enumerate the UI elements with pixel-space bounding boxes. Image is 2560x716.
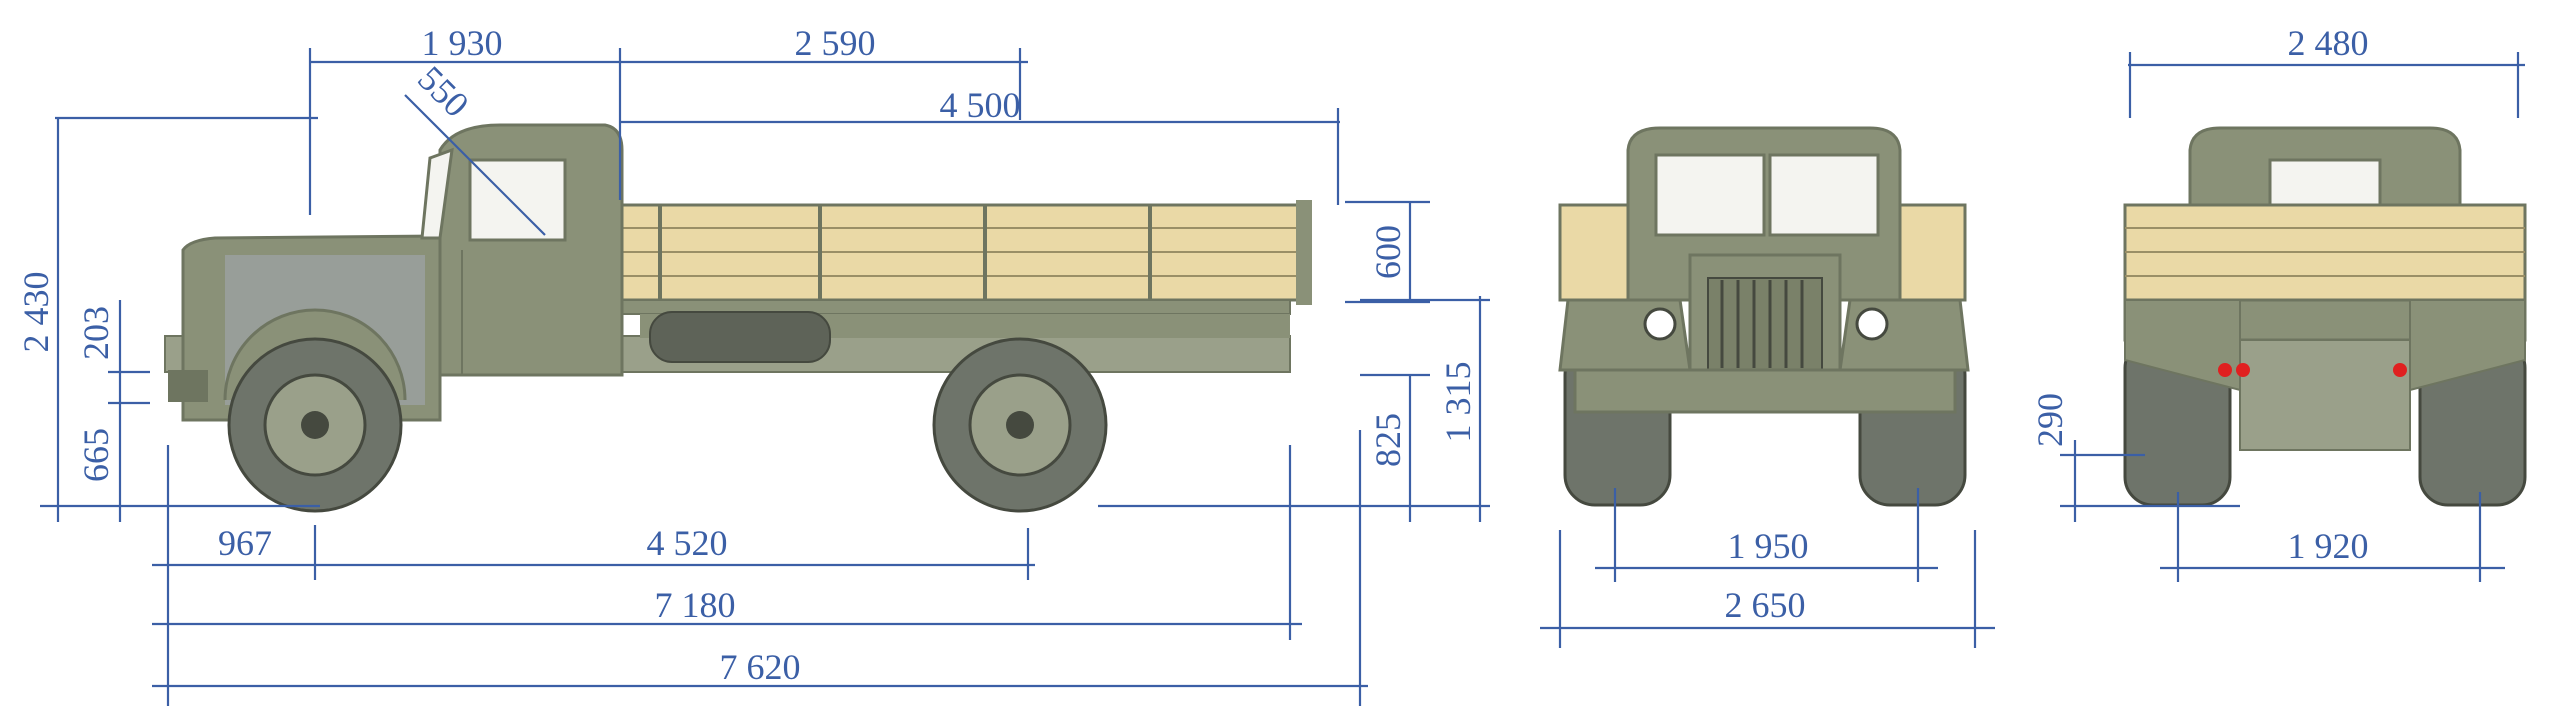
dim-4520: 4 520 bbox=[647, 523, 728, 563]
rear-left-light bbox=[2218, 363, 2232, 377]
dim-550: 550 bbox=[410, 58, 476, 124]
dim-1950: 1 950 bbox=[1728, 526, 1809, 566]
side-front-bumper bbox=[168, 370, 208, 402]
dim-7180: 7 180 bbox=[655, 585, 736, 625]
dim-1315: 1 315 bbox=[1438, 362, 1478, 443]
front-left-windshield bbox=[1654, 153, 1766, 237]
front-right-fender bbox=[1838, 298, 1970, 372]
dim-600: 600 bbox=[1368, 225, 1408, 279]
dim-967: 967 bbox=[218, 523, 272, 563]
front-left-headlight bbox=[1643, 307, 1677, 341]
side-windshield bbox=[420, 147, 454, 240]
front-view bbox=[1558, 126, 1970, 507]
rear-view bbox=[2123, 126, 2527, 507]
front-right-headlight bbox=[1855, 307, 1889, 341]
dim-1930: 1 930 bbox=[422, 23, 503, 63]
front-grille bbox=[1707, 277, 1823, 371]
dim-2590: 2 590 bbox=[795, 23, 876, 63]
dim-1920: 1 920 bbox=[2288, 526, 2369, 566]
side-front-wheel bbox=[223, 308, 407, 513]
dim-4500: 4 500 bbox=[940, 85, 1021, 125]
front-dimension-lines bbox=[1540, 488, 1995, 648]
rear-right-light bbox=[2393, 363, 2407, 377]
rear-dimension-labels: 2 480 290 1 920 bbox=[2030, 23, 2369, 566]
front-right-windshield bbox=[1768, 153, 1880, 237]
side-dimension-lines bbox=[40, 48, 1490, 706]
side-cab-window bbox=[468, 158, 567, 242]
front-bumper bbox=[1573, 368, 1957, 414]
side-cargo-bed bbox=[609, 200, 1312, 315]
dim-2430: 2 430 bbox=[16, 272, 56, 353]
dim-825: 825 bbox=[1368, 413, 1408, 467]
side-dimension-labels: 1 930 2 590 550 4 500 2 430 203 665 600 … bbox=[16, 23, 1478, 687]
rear-left-light-2 bbox=[2236, 363, 2250, 377]
front-dimension-labels: 1 950 2 650 bbox=[1725, 526, 1809, 625]
dim-203: 203 bbox=[76, 306, 116, 360]
dim-665: 665 bbox=[76, 428, 116, 482]
dim-7620: 7 620 bbox=[720, 647, 801, 687]
side-rear-wheel bbox=[932, 337, 1108, 513]
dim-2480: 2 480 bbox=[2288, 23, 2369, 63]
dim-290: 290 bbox=[2030, 393, 2070, 447]
rear-cab-window bbox=[2268, 158, 2382, 207]
side-view bbox=[164, 123, 1312, 513]
rear-differential-area bbox=[2239, 339, 2411, 451]
dim-2650: 2 650 bbox=[1725, 585, 1806, 625]
side-spare-wheel bbox=[649, 311, 831, 363]
rear-dimension-lines bbox=[2060, 52, 2525, 582]
